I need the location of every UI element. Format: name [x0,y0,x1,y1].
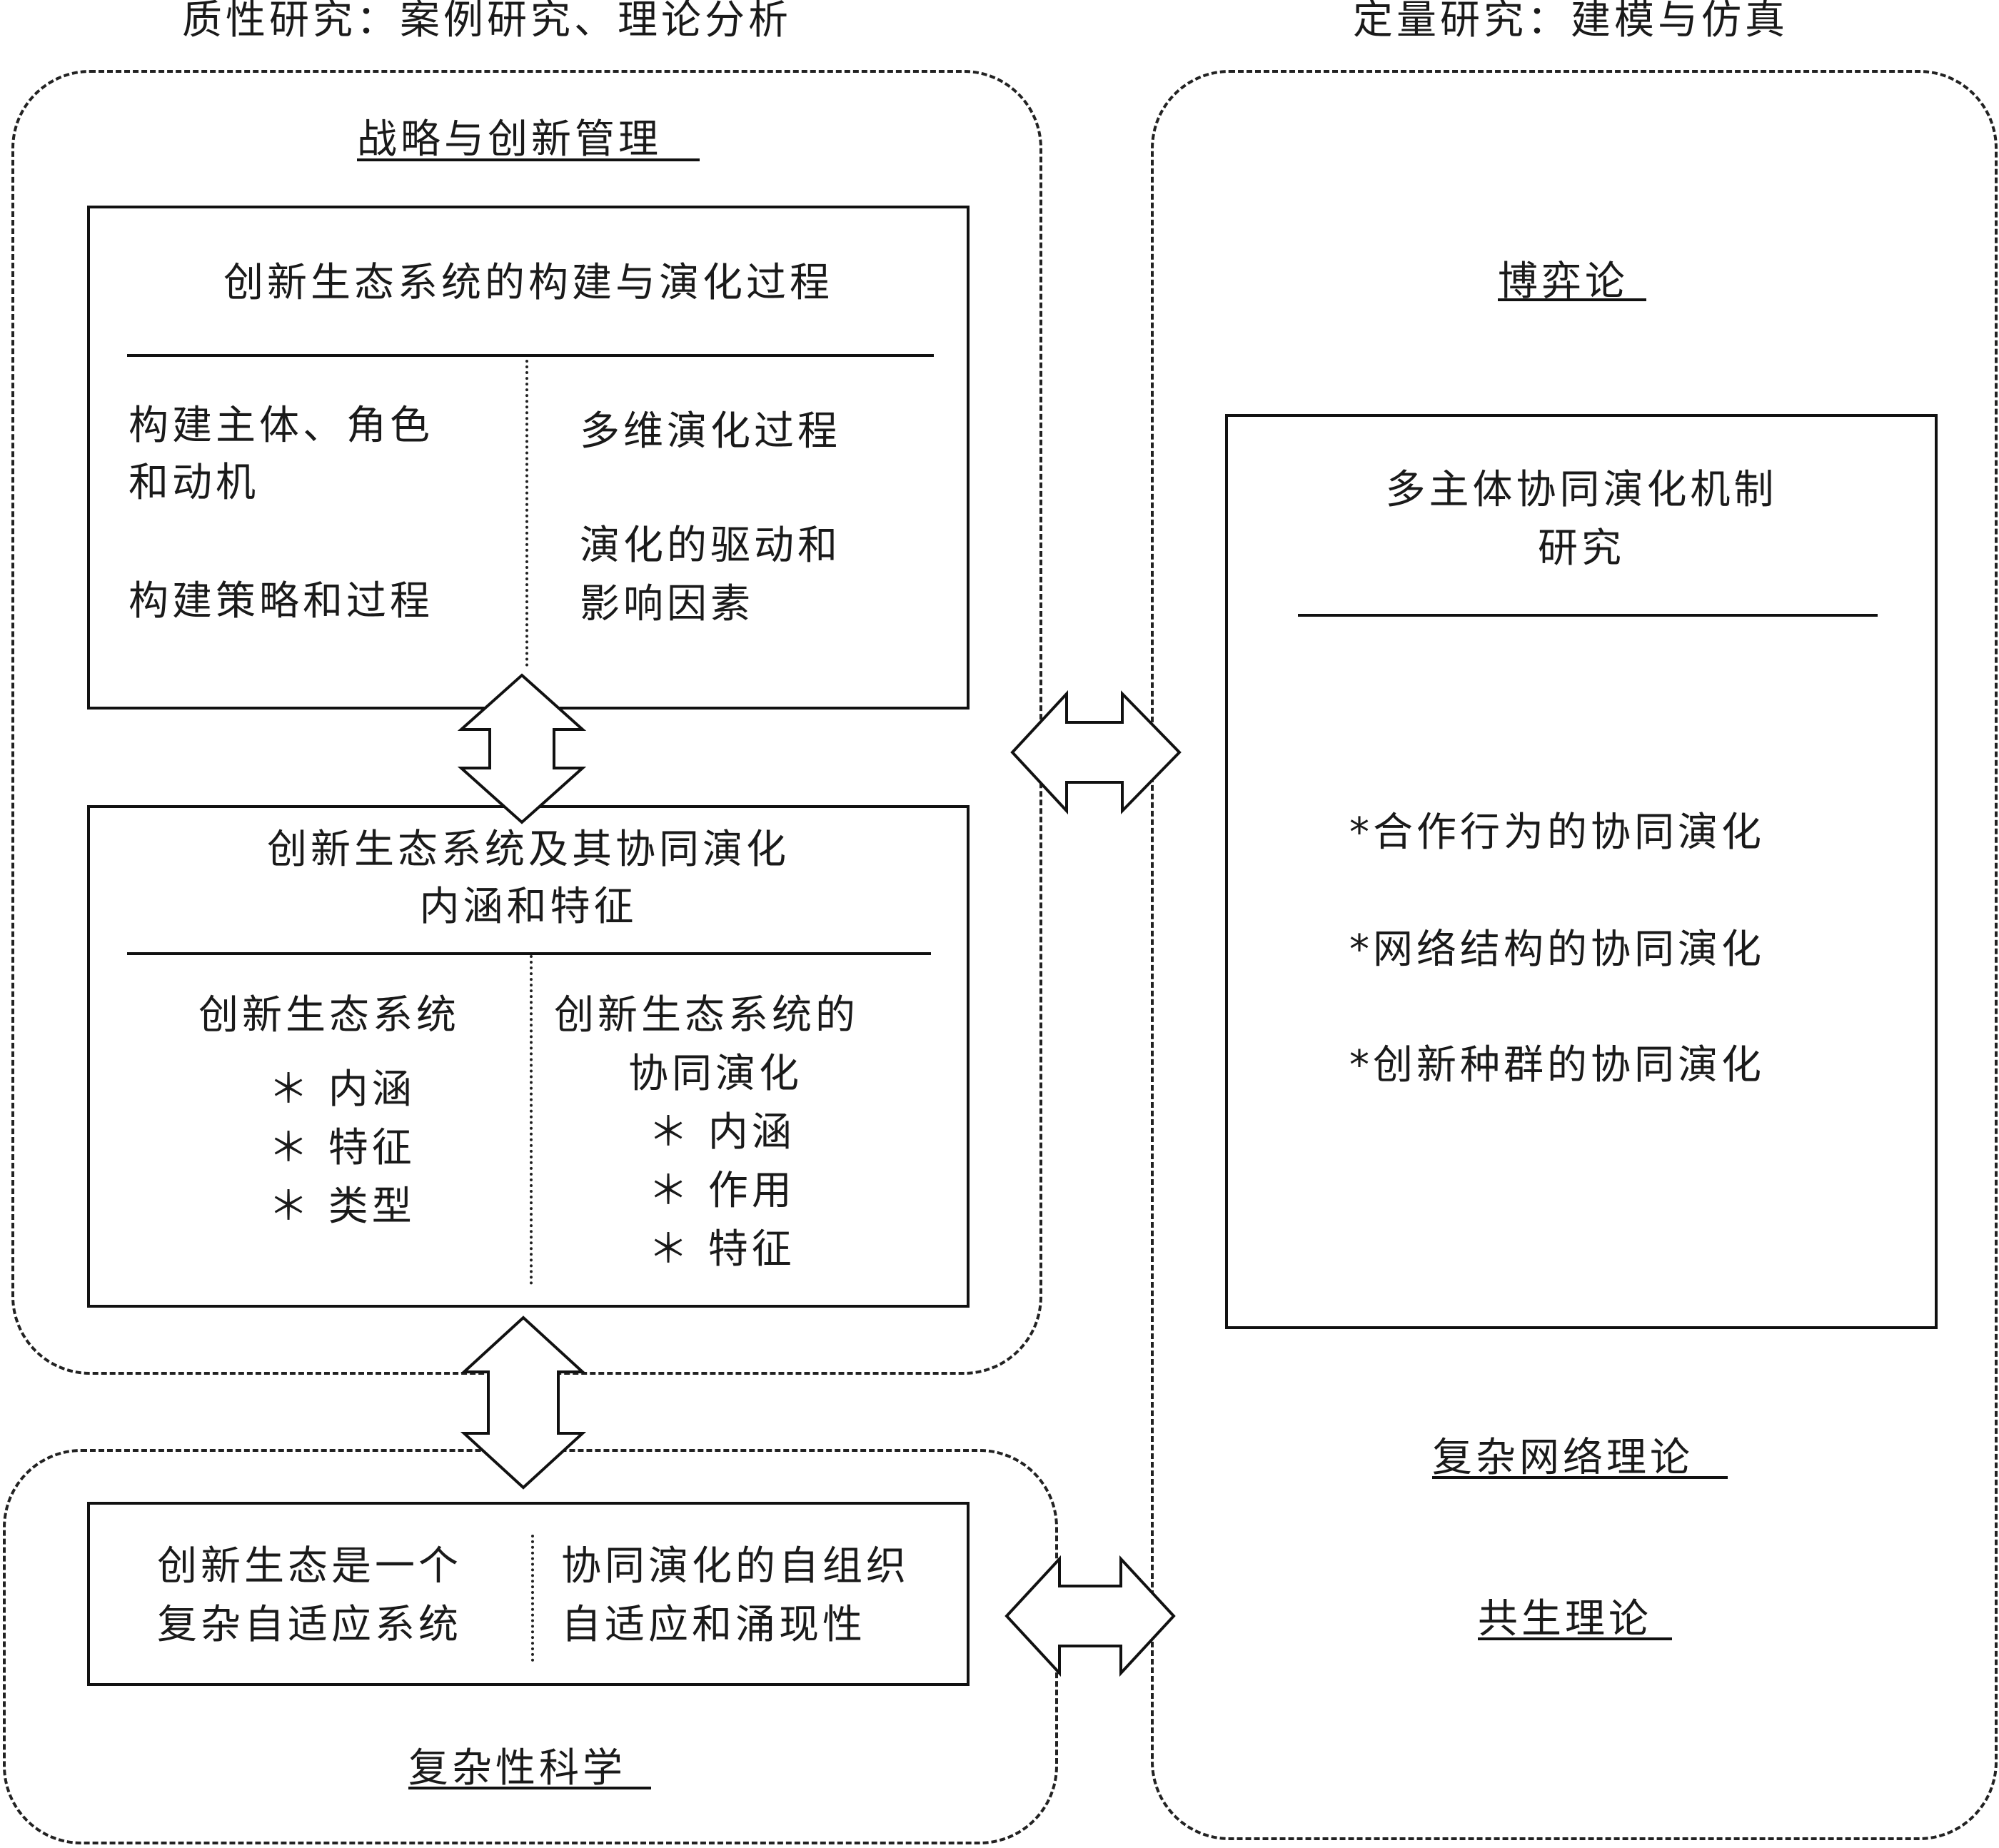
multiagent-box [1225,414,1938,1329]
connotation-right-heading-line1: 创新生态系统的 [554,992,859,1039]
complex-network-label: 复杂网络理论 [1432,1435,1693,1481]
symbiosis-label: 共生理论 [1478,1596,1652,1642]
complex-left-line1: 创新生态是一个 [157,1543,462,1590]
multiagent-title-line1: 多主体协同演化机制 [1385,467,1778,513]
connotation-column-divider [530,955,533,1285]
construction-divider [127,354,934,357]
double-arrow-vertical-icon [460,1316,587,1490]
complex-right-line2: 自适应和涌现性 [561,1602,866,1648]
complex-column-divider [531,1535,534,1662]
construction-left-line2: 和动机 [129,460,259,506]
connotation-right-item: ＊ 特征 [648,1226,795,1273]
connotation-left-item: ＊ 内涵 [268,1066,416,1113]
complex-adaptive-box [87,1502,970,1686]
construction-right-line1: 多维演化过程 [580,408,841,455]
multiagent-title-line2: 研究 [1538,525,1625,572]
complex-left-line2: 复杂自适应系统 [157,1602,462,1648]
game-theory-label: 博弈论 [1498,258,1628,305]
multiagent-item: *合作行为的协同演化 [1349,809,1765,856]
quantitative-header: 定量研究：建模与仿真 [1353,0,1788,44]
construction-left-line1: 构建主体、角色 [129,403,433,449]
connotation-title-line1: 创新生态系统及其协同演化 [267,827,790,873]
connotation-left-heading: 创新生态系统 [198,992,460,1039]
construction-right-line2: 演化的驱动和 [580,522,841,569]
connotation-right-item: ＊ 作用 [648,1168,795,1214]
connotation-left-item: ＊ 类型 [268,1183,416,1230]
multiagent-item: *创新种群的协同演化 [1349,1042,1765,1089]
double-arrow-horizontal-icon [1004,1555,1176,1677]
connotation-left-item: ＊ 特征 [268,1125,416,1171]
double-arrow-horizontal-icon [1010,690,1182,815]
complexity-label: 复杂性科学 [408,1745,626,1792]
symbiosis-underline [1478,1637,1672,1640]
qualitative-header: 质性研究：案例研究、理论分析 [182,0,792,44]
construction-left-line3: 构建策略和过程 [129,578,433,625]
complex-right-line1: 协同演化的自组织 [561,1543,910,1590]
connotation-box [87,805,970,1308]
double-arrow-vertical-icon [457,673,587,824]
construction-column-divider [525,360,528,667]
connotation-right-heading-line2: 协同演化 [628,1051,802,1097]
connotation-right-item: ＊ 内涵 [648,1109,795,1156]
strategy-underline [357,158,700,161]
complex-network-underline [1432,1476,1728,1479]
complexity-underline [408,1787,651,1789]
multiagent-item: *网络结构的协同演化 [1349,926,1765,973]
construction-evolution-title: 创新生态系统的构建与演化过程 [223,260,833,306]
construction-right-line3: 影响因素 [580,581,754,627]
connotation-divider [127,952,931,955]
strategy-label: 战略与创新管理 [357,116,662,163]
quantitative-region [1151,70,1998,1840]
game-theory-underline [1498,298,1646,301]
multiagent-divider [1298,614,1878,617]
connotation-title-line2: 内涵和特征 [419,884,638,930]
